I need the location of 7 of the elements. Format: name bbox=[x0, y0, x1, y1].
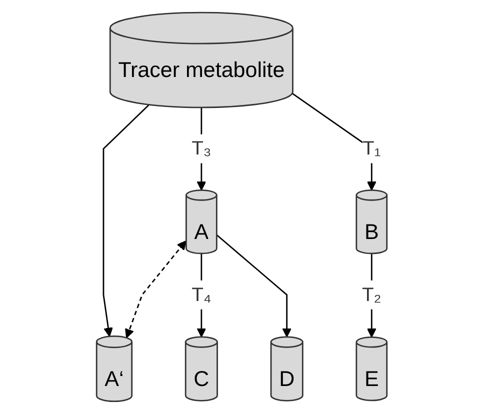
edge-label: T₃ bbox=[191, 138, 212, 160]
arrow bbox=[216, 234, 292, 338]
arrow bbox=[124, 240, 186, 338]
edge-label: T₄ bbox=[191, 284, 212, 306]
arrow bbox=[102, 104, 150, 337]
edge-label: T₁ bbox=[362, 138, 381, 160]
edge-label: T₂ bbox=[362, 284, 382, 306]
